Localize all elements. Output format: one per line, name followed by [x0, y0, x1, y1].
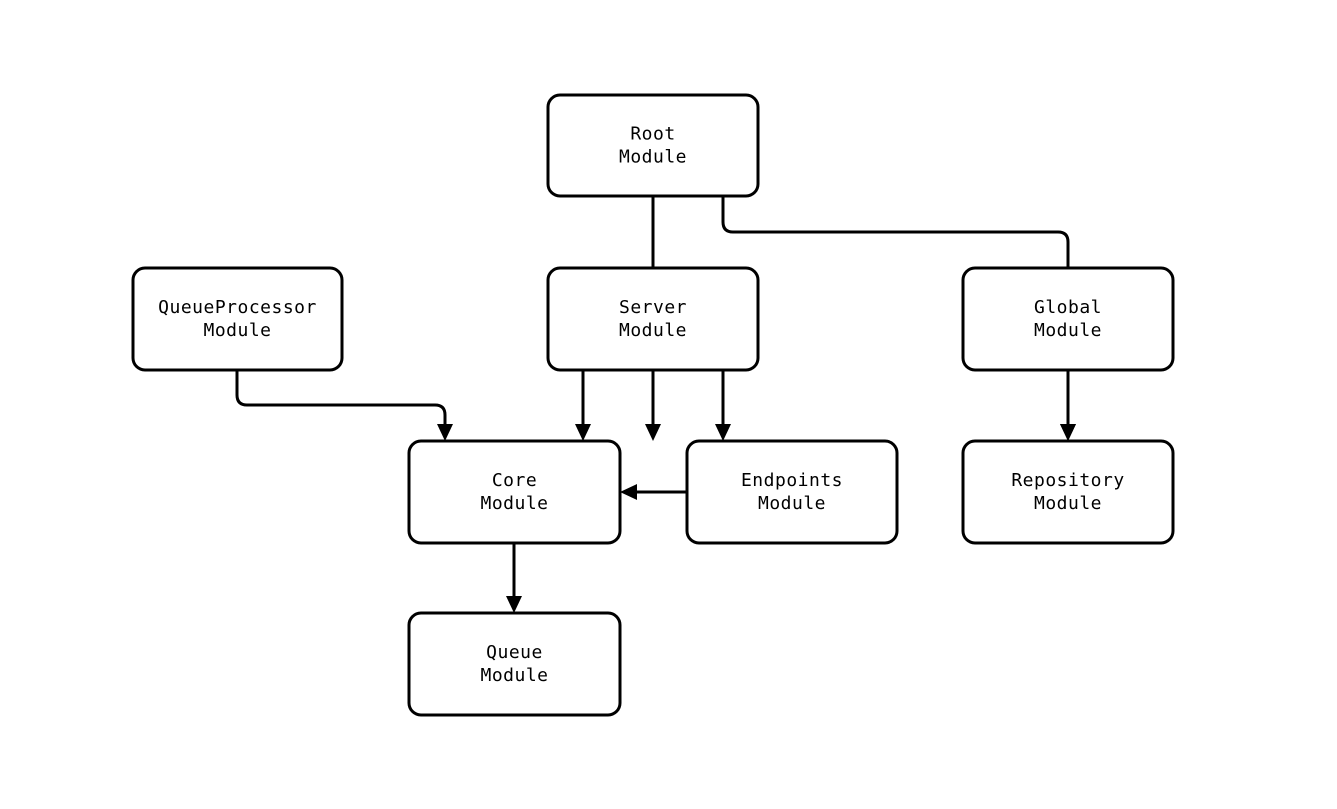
edge-global-to-repository [1060, 370, 1076, 441]
edge-server-to-endpoints [715, 370, 731, 441]
node-label-line2: Module [619, 320, 687, 341]
node-shape[interactable] [131, 266, 344, 372]
edge-core-to-queue [506, 543, 522, 613]
arrowhead-icon [437, 424, 453, 441]
node-label-line2: Module [1034, 320, 1102, 341]
node-label-line2: Module [619, 147, 687, 168]
node-shape[interactable] [546, 93, 760, 198]
arrowhead-icon [645, 424, 661, 441]
node-label-line2: Module [203, 320, 271, 341]
node-label-line2: Module [480, 665, 548, 686]
edge-line [721, 196, 1070, 432]
node-label-line2: Module [758, 493, 826, 514]
edge-endpoints-to-core [620, 484, 687, 500]
arrowhead-icon [715, 424, 731, 441]
node-label-line1: Queue [486, 642, 543, 663]
node-shape[interactable] [685, 439, 899, 545]
node-label-line1: Repository [1011, 470, 1124, 491]
edge-queueprocessor-to-core [235, 370, 453, 441]
node-label-line1: Endpoints [741, 470, 843, 491]
edge-line [235, 370, 447, 432]
node-label-line2: Module [480, 493, 548, 514]
edges-layer [235, 196, 1076, 613]
node-shape[interactable] [546, 266, 760, 372]
node-shape[interactable] [407, 439, 622, 545]
edge-server-to-core [575, 370, 591, 441]
node-shape[interactable] [961, 439, 1175, 545]
arrowhead-icon [506, 596, 522, 613]
nodes-layer: RootModuleQueueProcessorModuleServerModu… [131, 93, 1175, 717]
node-label-line1: Server [619, 297, 687, 318]
node-label-line2: Module [1034, 493, 1102, 514]
arrowhead-icon [575, 424, 591, 441]
node-label-line1: QueueProcessor [158, 297, 317, 318]
node-label-line1: Root [630, 124, 675, 145]
arrowhead-icon [1060, 424, 1076, 441]
node-label-line1: Global [1034, 297, 1102, 318]
node-shape[interactable] [961, 266, 1175, 372]
node-shape[interactable] [407, 611, 622, 717]
node-label-line1: Core [492, 470, 537, 491]
arrowhead-icon [620, 484, 637, 500]
